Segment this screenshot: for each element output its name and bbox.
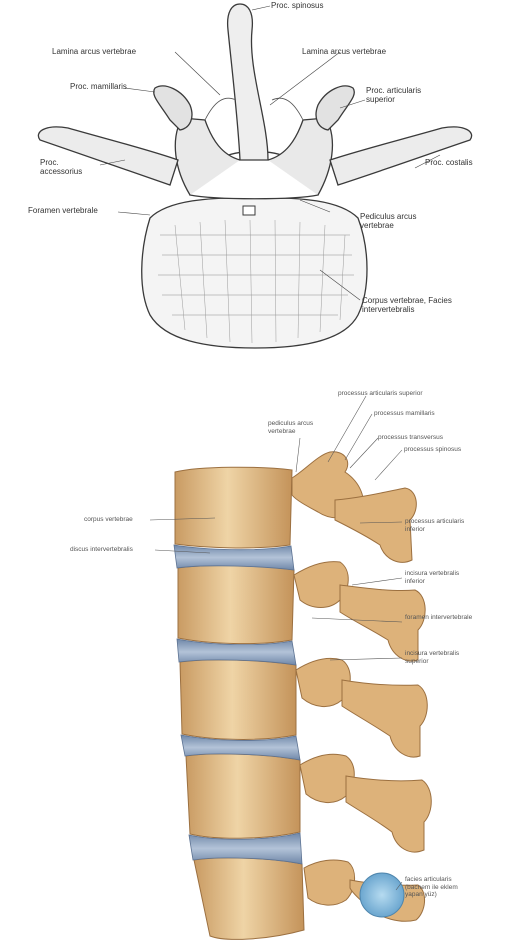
- label-lamina-left: Lamina arcus vertebrae: [52, 47, 136, 56]
- label-proc-costalis: Proc. costalis: [425, 158, 475, 167]
- label-pediculus-arcus: Pediculus arcus vertebrae: [360, 212, 440, 230]
- label-corpus-facies: Corpus vertebrae, Facies intervertebrali…: [362, 296, 462, 314]
- label-facies-articularis: facies articularis (bacnem ile eklem yap…: [405, 876, 477, 899]
- intervertebral-disc-1: [174, 545, 294, 570]
- vertebral-body-3: [180, 660, 296, 740]
- label-incisura-superior: incisura vertebralis superior: [405, 650, 465, 665]
- proc-costalis-right-shape: [330, 127, 472, 185]
- label-proc-accessorius: Proc. accessorius: [40, 158, 102, 176]
- label-processus-spinosus: processus spinosus: [404, 446, 461, 454]
- label-foramen-vertebrale: Foramen vertebrale: [28, 206, 98, 215]
- vertebral-body-1: [175, 467, 292, 548]
- label-pediculus-arcus-bottom: pediculus arcus vertebrae: [268, 420, 326, 435]
- lateral-view-spine: [174, 452, 431, 940]
- vertebral-body-5: [194, 858, 304, 939]
- corpus-vertebrae-shape: [142, 198, 367, 348]
- label-proc-mamillaris: Proc. mamillaris: [70, 82, 127, 91]
- label-processus-mamillaris: processus mamillaris: [374, 410, 435, 418]
- label-proc-spinosus: Proc. spinosus: [271, 1, 323, 10]
- proc-spinosus-shape: [228, 4, 268, 160]
- label-incisura-inferior: incisura vertebralis inferior: [405, 570, 465, 585]
- vertebral-body-4: [186, 754, 300, 838]
- label-lamina-right: Lamina arcus vertebrae: [302, 47, 386, 56]
- facies-articularis-shape: [360, 873, 404, 917]
- proc-costalis-left-shape: [38, 127, 178, 185]
- label-foramen-intervertebrale: foramen intervertebrale: [405, 614, 475, 622]
- label-processus-transversus: processus transversus: [378, 434, 443, 442]
- label-corpus-vertebrae: corpus vertebrae: [84, 516, 133, 524]
- vertebral-body-2: [178, 566, 294, 644]
- label-discus-intervertebralis: discus intervertebralis: [70, 546, 133, 554]
- label-processus-articularis-inferior: processus articularis inferior: [405, 518, 473, 533]
- label-processus-articularis-superior: processus articularis superior: [338, 390, 423, 398]
- label-proc-articularis-superior: Proc. articularis superior: [366, 86, 446, 104]
